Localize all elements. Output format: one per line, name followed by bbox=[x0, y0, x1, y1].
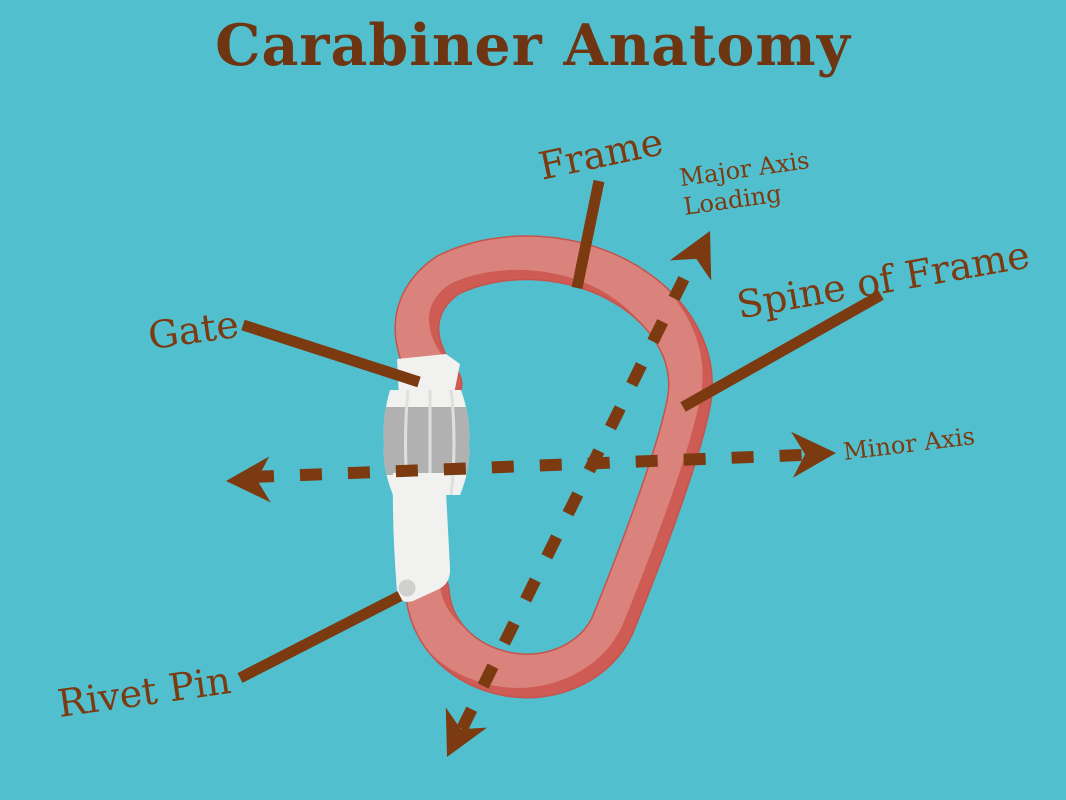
gate-arm bbox=[392, 473, 451, 602]
rivet-leader-line bbox=[237, 591, 403, 683]
gate-leader-line bbox=[241, 319, 421, 388]
frame-highlight bbox=[387, 227, 703, 688]
gate-top-piece bbox=[397, 354, 460, 399]
page-title: Carabiner Anatomy bbox=[215, 12, 851, 79]
frame-leader-line bbox=[571, 179, 605, 290]
major-axis-line bbox=[456, 253, 701, 732]
rivet-pin-dot bbox=[398, 579, 416, 597]
spine-leader-line bbox=[680, 290, 884, 412]
